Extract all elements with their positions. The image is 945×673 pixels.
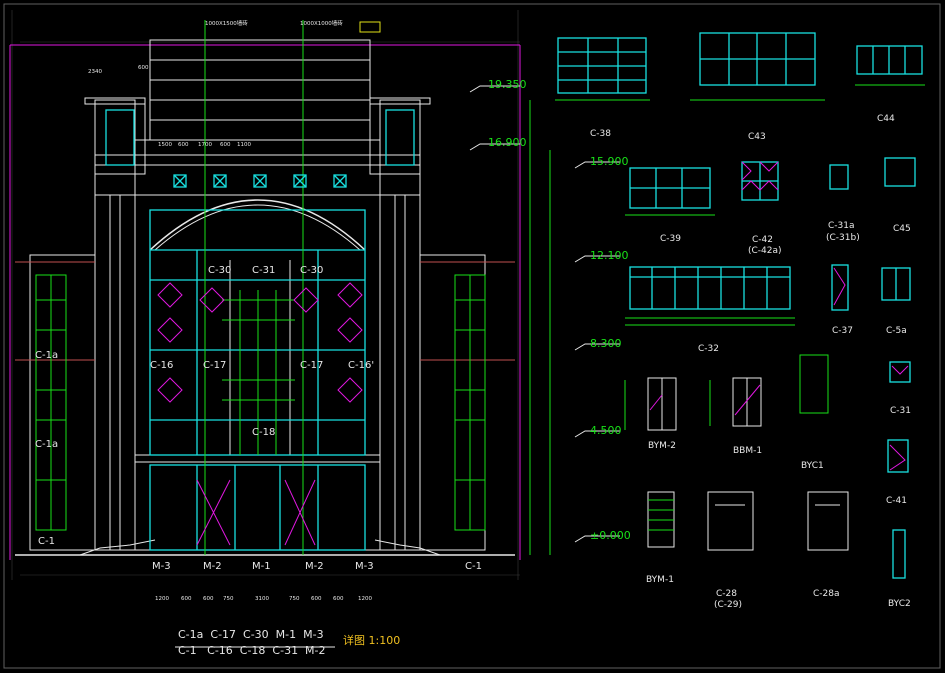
bottom-dim-4: 750 [223, 596, 234, 602]
level-note-1: 1000X1500墙砖 [205, 19, 248, 27]
detail-tag-bym1: BYM-1 [646, 575, 674, 585]
detail-tag-c28a: C-28a [813, 589, 840, 599]
detail-tag-c31b: (C-31b) [826, 233, 860, 243]
level-note-2: 1000X1000墙砖 [300, 19, 343, 27]
detail-tag-c45: C45 [893, 224, 911, 234]
elev-label-2: 16.900 [488, 136, 527, 149]
elev-label-1: 19.350 [488, 78, 527, 91]
elev-label-6: 4.500 [590, 424, 622, 437]
bottom-dim-3: 600 [203, 596, 214, 602]
detail-tag-c38: C-38 [590, 129, 611, 139]
ground-tag-c1-right: C-1 [465, 561, 482, 572]
top-dim-6: 600 [220, 142, 231, 148]
detail-tag-bbm1: BBM-1 [733, 446, 762, 456]
detail-tag-c28: C-28 [716, 589, 737, 599]
detail-tag-bym2: BYM-2 [648, 441, 676, 451]
detail-tag-c42: C-42 [752, 235, 773, 245]
bottom-dim-5: 3100 [255, 596, 269, 602]
tag-c16-prime: C-16' [348, 360, 374, 371]
elev-label-4: 12.100 [590, 249, 629, 262]
top-dim-5: 1700 [198, 142, 212, 148]
ground-tag-m3-right: M-3 [355, 561, 374, 572]
bottom-dim-6: 750 [289, 596, 300, 602]
tag-c16: C-16 [150, 360, 173, 371]
tag-c1-left: C-1 [38, 536, 55, 547]
tag-c1a-lower: C-1a [35, 439, 58, 450]
detail-tag-c29: (C-29) [714, 600, 742, 610]
detail-tag-byc2: BYC2 [888, 599, 911, 609]
bottom-dim-8: 600 [333, 596, 344, 602]
detail-tag-c42a: (C-42a) [748, 246, 782, 256]
tag-c30-right: C-30 [300, 265, 323, 276]
detail-tag-c39: C-39 [660, 234, 681, 244]
tag-c18: C-18 [252, 427, 275, 438]
tag-c31: C-31 [252, 265, 275, 276]
detail-tag-c41: C-41 [886, 496, 907, 506]
bottom-dim-9: 1200 [358, 596, 372, 602]
legend-row-1: C-1a C-17 C-30 M-1 M-3 [178, 628, 324, 641]
detail-tag-c32: C-32 [698, 344, 719, 354]
top-dim-4: 600 [178, 142, 189, 148]
detail-tag-c37: C-37 [832, 326, 853, 336]
legend-row-2: C-1 C-16 C-18 C-31 M-2 [178, 644, 326, 657]
elev-label-7: ±0.000 [590, 529, 631, 542]
top-dim-3: 1500 [158, 142, 172, 148]
elev-label-5: 8.300 [590, 337, 622, 350]
top-dim-1: 2340 [88, 69, 102, 75]
tag-c17-left: C-17 [203, 360, 226, 371]
ground-tag-m2-left: M-2 [203, 561, 222, 572]
bottom-dim-2: 600 [181, 596, 192, 602]
bottom-dim-7: 600 [311, 596, 322, 602]
elev-label-3: 15.900 [590, 155, 629, 168]
tag-c1a-upper: C-1a [35, 350, 58, 361]
ground-tag-m1: M-1 [252, 561, 271, 572]
detail-tag-byc1: BYC1 [801, 461, 824, 471]
tag-c30-left: C-30 [208, 265, 231, 276]
ground-tag-m3-left: M-3 [152, 561, 171, 572]
detail-tag-c31: C-31 [890, 406, 911, 416]
detail-tag-c43: C43 [748, 132, 766, 142]
bottom-dim-1: 1200 [155, 596, 169, 602]
tag-c17-right: C-17 [300, 360, 323, 371]
detail-tag-c44: C44 [877, 114, 895, 124]
top-dim-7: 1100 [237, 142, 251, 148]
legend-title: 详图 1:100 [343, 633, 400, 647]
detail-tag-c5a: C-5a [886, 326, 907, 336]
ground-tag-m2-right: M-2 [305, 561, 324, 572]
top-dim-2: 600 [138, 65, 149, 71]
detail-tag-c31a: C-31a [828, 221, 855, 231]
